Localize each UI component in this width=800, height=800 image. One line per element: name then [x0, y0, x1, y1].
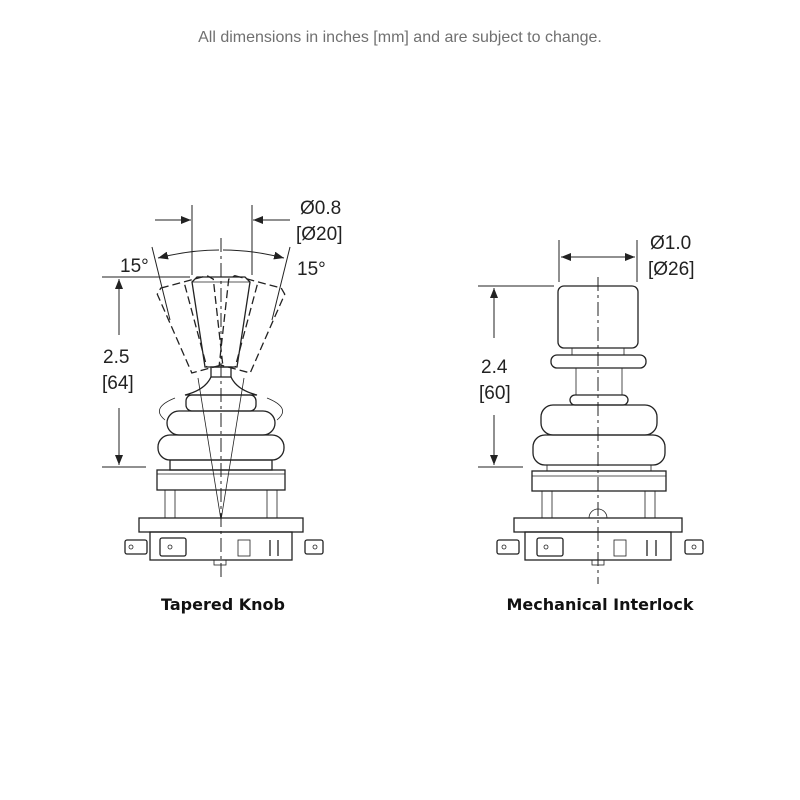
dimensions-note: All dimensions in inches [mm] and are su…	[198, 29, 602, 46]
tapered-knob-label: Tapered Knob	[161, 595, 285, 614]
left-angle-label: 15°	[120, 256, 149, 277]
right-height-inches: 2.4	[481, 357, 508, 378]
tapered-knob-drawing: Ø0.8 [Ø20] 15° 15° 2.5 [64] Tapered Knob	[102, 198, 342, 614]
left-height-inches: 2.5	[103, 347, 129, 368]
right-diameter-inches: Ø1.0	[650, 233, 691, 254]
left-diameter-inches: Ø0.8	[300, 198, 341, 219]
left-diameter-mm: [Ø20]	[296, 224, 342, 245]
mechanical-interlock-drawing: Ø1.0 [Ø26] 2.4 [60] Mechanical Interlock	[478, 233, 704, 614]
right-height-mm: [60]	[479, 383, 511, 404]
right-diameter-mm: [Ø26]	[648, 259, 694, 280]
mechanical-interlock-label: Mechanical Interlock	[507, 595, 694, 614]
left-height-mm: [64]	[102, 373, 134, 394]
right-angle-label: 15°	[297, 259, 326, 280]
